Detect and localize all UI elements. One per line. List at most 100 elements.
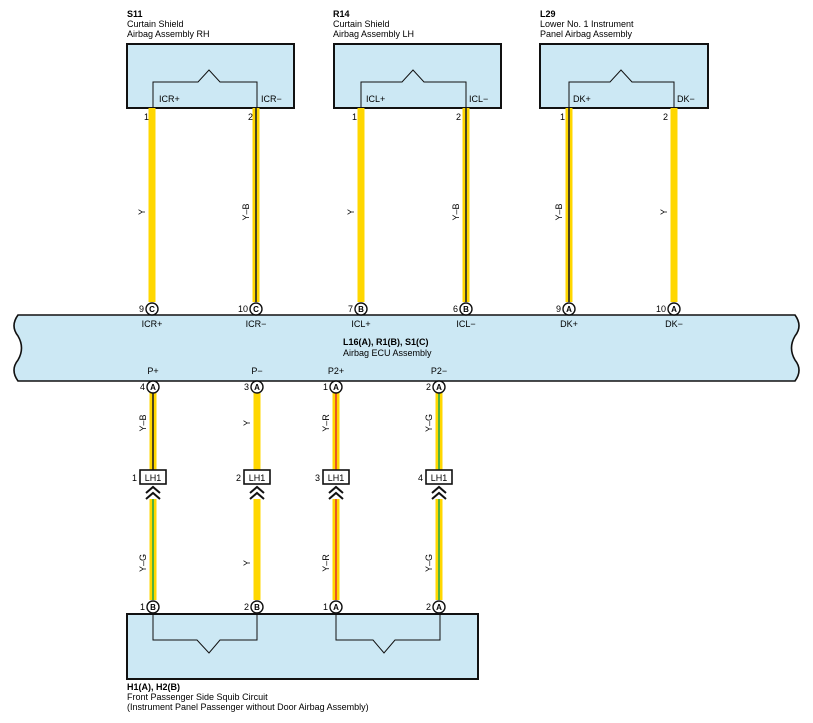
junction-chevron-a-3 xyxy=(328,485,344,494)
lower-wire-upper-3-color-code: Y–R xyxy=(321,414,331,432)
s11-pin-right-number: 2 xyxy=(248,112,253,122)
lower-wire-lower-1-color-code: Y–G xyxy=(138,554,148,572)
l29-pin-left-label: DK+ xyxy=(573,94,591,104)
junction-chevron-b-4 xyxy=(431,491,447,500)
ecu-lower-connector-badge-3-ring xyxy=(329,380,343,394)
lower-wire-upper-3-stripe xyxy=(335,393,337,470)
lower-wire-upper-2 xyxy=(253,393,261,470)
upper-wire-3-color-code: Y xyxy=(346,209,356,215)
ecu-upper-connector-badge-3: B xyxy=(354,302,368,316)
ecu-upper-pin-number-1: 9 xyxy=(139,304,144,314)
ecu-upper-terminal-3: ICL+ xyxy=(351,319,370,329)
ecu-upper-connector-badge-6: A xyxy=(667,302,681,316)
junction-box-4 xyxy=(425,469,453,485)
junction-label-3: LH1 xyxy=(328,473,345,483)
ecu-upper-pin-number-6: 10 xyxy=(656,304,666,314)
ecu-lower-connector-badge-1-ring xyxy=(146,380,160,394)
squib-pin-number-1: 1 xyxy=(140,602,145,612)
l29-pin-left-number: 1 xyxy=(560,112,565,122)
r14-name-line1: Curtain Shield xyxy=(333,19,390,29)
lower-wire-upper-4-color-code: Y–G xyxy=(424,414,434,432)
upper-wire-1-core xyxy=(148,108,156,302)
lower-wire-lower-4-color-code: Y–G xyxy=(424,554,434,572)
ecu-upper-connector-badge-6-letter: A xyxy=(671,305,677,314)
upper-wire-3-core xyxy=(357,108,365,302)
ecu-lower-connector-badge-3-letter: A xyxy=(333,383,339,392)
junction-box-2 xyxy=(243,469,271,485)
lower-wire-lower-2 xyxy=(253,499,261,600)
ecu-upper-pin-number-3: 7 xyxy=(348,304,353,314)
ecu-body xyxy=(13,314,800,382)
junction-lh1-4: 4 LH1 xyxy=(418,469,453,500)
r14-inner-shield xyxy=(360,69,467,108)
squib-connector-badge-3: A xyxy=(329,600,343,614)
upper-wire-4-color-code: Y–B xyxy=(451,203,461,220)
ecu-lower-connector-badge-2: A xyxy=(250,380,264,394)
ecu-upper-connector-badge-1-letter: C xyxy=(149,305,155,314)
junction-box-3 xyxy=(322,469,350,485)
l29-name-line2: Panel Airbag Assembly xyxy=(540,29,633,39)
lower-wire-lower-2-core xyxy=(253,499,261,600)
ecu-upper-connector-badge-2: C xyxy=(249,302,263,316)
ecu-upper-connector-badge-5: A xyxy=(562,302,576,316)
s11-code: S11 xyxy=(127,9,143,19)
r14-pin-right-number: 2 xyxy=(456,112,461,122)
ecu-lower-terminal-4: P2− xyxy=(431,366,447,376)
ecu-upper-connector-badge-2-letter: C xyxy=(253,305,259,314)
s11-inner-shield xyxy=(152,69,258,108)
squib-name-line2: (Instrument Panel Passenger without Door… xyxy=(127,702,369,712)
upper-wire-5 xyxy=(565,108,573,302)
squib-connector-badge-4: A xyxy=(432,600,446,614)
ecu-lower-connector-badge-1: A xyxy=(146,380,160,394)
ecu-upper-connector-badge-1: C xyxy=(145,302,159,316)
ecu-upper-pin-number-2: 10 xyxy=(238,304,248,314)
junction-chevron-b-3 xyxy=(328,491,344,500)
ecu-upper-connector-badge-5-letter: A xyxy=(566,305,572,314)
squib-pin-number-3: 1 xyxy=(323,602,328,612)
lower-wire-upper-2-color-code: Y xyxy=(242,420,252,426)
s11-pin-left-number: 1 xyxy=(144,112,149,122)
ecu-upper-connector-badge-4-ring xyxy=(459,302,473,316)
r14-code: R14 xyxy=(333,9,350,19)
r14-pin-left-label: ICL+ xyxy=(366,94,385,104)
lower-wire-upper-3 xyxy=(332,393,340,470)
ecu-lower-pin-number-1: 4 xyxy=(140,382,145,392)
upper-wire-6 xyxy=(670,108,678,302)
lower-wire-lower-3 xyxy=(332,499,340,600)
squib-box xyxy=(126,613,479,680)
upper-wire-6-color-code: Y xyxy=(659,209,669,215)
ecu-lower-connector-badge-4: A xyxy=(432,380,446,394)
lower-wire-upper-4 xyxy=(435,393,443,470)
lower-wire-lower-3-stripe xyxy=(335,499,337,600)
junction-chevron-a-1 xyxy=(145,485,161,494)
lower-wire-lower-1-stripe xyxy=(152,499,154,600)
ecu-lower-pin-number-3: 1 xyxy=(323,382,328,392)
component-s11: S11 Curtain Shield Airbag Assembly RH IC… xyxy=(126,9,295,122)
junction-pin-number-2: 2 xyxy=(236,473,241,483)
squib-inner-shield-a xyxy=(335,614,441,654)
lower-wire-upper-1 xyxy=(149,393,157,470)
junction-label-4: LH1 xyxy=(431,473,448,483)
l29-inner-shield xyxy=(568,69,675,108)
squib-name-line1: Front Passenger Side Squib Circuit xyxy=(127,692,268,702)
junction-label-1: LH1 xyxy=(145,473,162,483)
upper-wire-6-core xyxy=(670,108,678,302)
ecu-upper-pin-number-5: 9 xyxy=(556,304,561,314)
squib-code: H1(A), H2(B) xyxy=(127,682,180,692)
squib-pin-number-4: 2 xyxy=(426,602,431,612)
ecu-upper-connector-badge-6-ring xyxy=(667,302,681,316)
lower-wire-lower-4 xyxy=(435,499,443,600)
ecu-lower-terminal-2: P− xyxy=(251,366,262,376)
upper-wire-1-color-code: Y xyxy=(137,209,147,215)
s11-box xyxy=(126,43,295,109)
r14-box xyxy=(333,43,502,109)
s11-pin-left-label: ICR+ xyxy=(159,94,180,104)
s11-name-line1: Curtain Shield xyxy=(127,19,184,29)
ecu-upper-pin-number-4: 6 xyxy=(453,304,458,314)
component-r14: R14 Curtain Shield Airbag Assembly LH IC… xyxy=(333,9,502,122)
lower-wire-group: P+4Y–BA1LH1Y–G1BP2+P−3YA2LH1Y2BP2−P2+1Y–… xyxy=(132,366,455,629)
junction-pin-number-4: 4 xyxy=(418,473,423,483)
